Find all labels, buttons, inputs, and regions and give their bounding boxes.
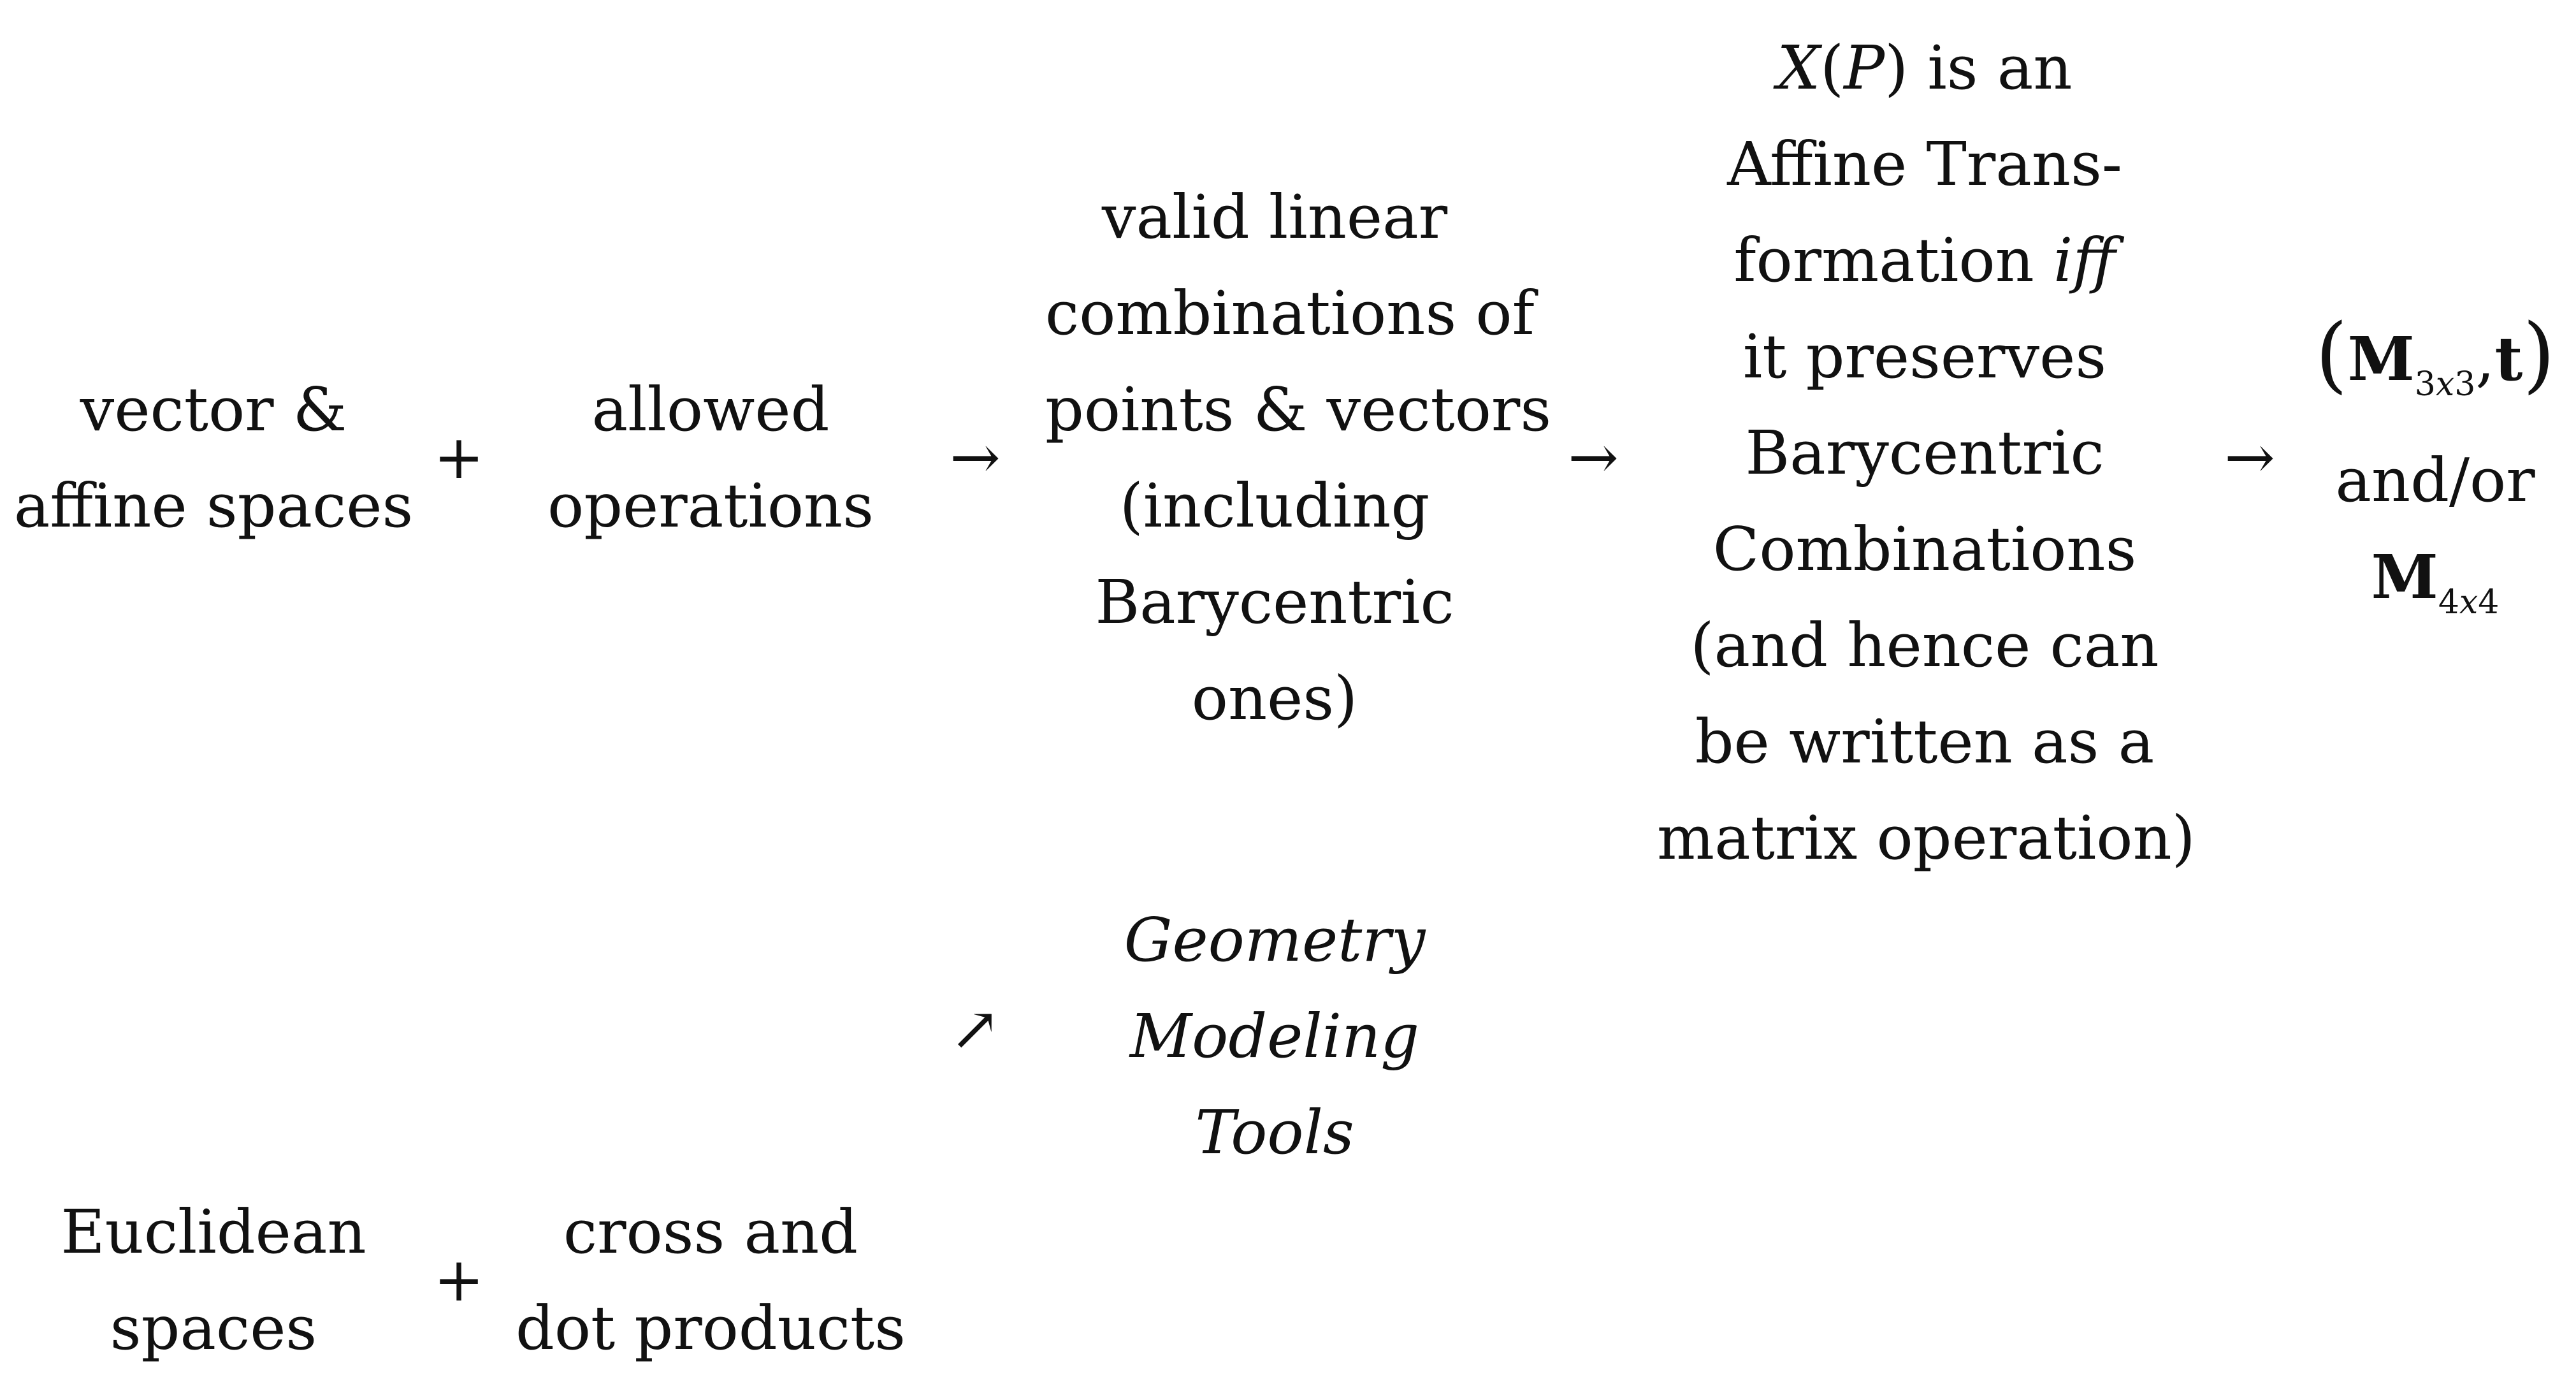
matrix-result-label: (M3x3,t) and/or M4x4 xyxy=(2294,303,2576,651)
math-close-paren: ) xyxy=(1885,33,1909,103)
matrix-m3-subscript: 3x3 xyxy=(2415,365,2476,404)
arrow-right-3: → xyxy=(2224,423,2275,493)
allowed-ops-line-2: operations xyxy=(547,471,874,541)
arrow-right-1: → xyxy=(950,423,1001,493)
m3-sub-b: 3 xyxy=(2454,365,2476,404)
tools-line-2: Modeling xyxy=(1129,1002,1420,1072)
m4-sub-a: 4 xyxy=(2438,583,2459,622)
cross-dot-line-2: dot products xyxy=(516,1293,906,1364)
valid-linear-combinations-label: valid linear combinations of points & ve… xyxy=(1045,170,1552,747)
m3-sub-x: x xyxy=(2435,365,2455,404)
valid-linear-line-3: points & vectors xyxy=(1045,375,1552,445)
euclidean-line-1: Euclidean xyxy=(61,1197,366,1267)
math-open-paren: ( xyxy=(1820,33,1844,103)
and-or-text: and/or xyxy=(2335,446,2535,516)
valid-linear-line-5: Barycentric xyxy=(1095,567,1454,638)
vector-affine-line-1: vector & xyxy=(80,375,347,445)
affine-transformation-label: X(P) is an Affine Trans- formation iff i… xyxy=(1657,20,2196,887)
math-p: P xyxy=(1844,33,1885,103)
m4-sub-b: 4 xyxy=(2478,583,2500,622)
arrow-right-2: → xyxy=(1568,423,1619,493)
m3-sub-a: 3 xyxy=(2414,365,2436,404)
matrix-m4-subscript: 4x4 xyxy=(2438,583,2500,622)
vector-affine-line-2: affine spaces xyxy=(13,471,414,541)
affine-line-5: Barycentric xyxy=(1745,418,2104,488)
allowed-operations-label: allowed operations xyxy=(510,362,911,555)
tools-line-1: Geometry xyxy=(1124,905,1426,975)
is-an-text: is an xyxy=(1908,33,2073,103)
math-x: X xyxy=(1777,33,1821,103)
valid-linear-line-4: (including xyxy=(1119,471,1430,541)
affine-line-7: (and hence can xyxy=(1690,611,2159,681)
matrix-line-3: M4x4 xyxy=(2294,529,2576,651)
affine-line-9: matrix operation) xyxy=(1657,803,2196,873)
euclidean-line-2: spaces xyxy=(110,1293,317,1364)
matrix-open-paren: ( xyxy=(2315,305,2348,402)
euclidean-spaces-label: Euclidean spaces xyxy=(0,1184,427,1377)
arrow-diagonal-up-right: ↗ xyxy=(950,994,1001,1065)
tools-line-3: Tools xyxy=(1195,1098,1354,1168)
m4-sub-x: x xyxy=(2459,583,2478,622)
cross-dot-line-1: cross and xyxy=(563,1197,858,1267)
affine-line-6: Combinations xyxy=(1712,514,2137,585)
allowed-ops-line-1: allowed xyxy=(591,375,830,445)
matrix-m3: M xyxy=(2347,324,2415,395)
iff-text: iff xyxy=(2053,226,2116,296)
valid-linear-line-6: ones) xyxy=(1191,664,1358,734)
affine-line-2: Affine Trans- xyxy=(1727,129,2122,200)
matrix-line-1: (M3x3,t) xyxy=(2294,303,2576,433)
formation-text: formation xyxy=(1733,226,2053,296)
geometry-modeling-tools-label: Geometry Modeling Tools xyxy=(1045,892,1504,1181)
matrix-comma: , xyxy=(2475,324,2495,395)
affine-line-8: be written as a xyxy=(1695,707,2155,777)
valid-linear-line-1: valid linear xyxy=(1101,182,1448,252)
plus-sign-row2: + xyxy=(433,1245,484,1315)
cross-dot-products-label: cross and dot products xyxy=(510,1184,911,1377)
plus-sign-row1: + xyxy=(433,423,484,493)
vector-affine-spaces-label: vector & affine spaces xyxy=(0,362,427,555)
matrix-close-paren: ) xyxy=(2522,305,2556,402)
affine-line-4: it preserves xyxy=(1742,322,2107,392)
matrix-t: t xyxy=(2494,324,2523,395)
affine-line-1: X(P) is an xyxy=(1657,20,2192,117)
matrix-m4: M xyxy=(2371,542,2438,613)
valid-linear-line-2: combinations of xyxy=(1045,279,1535,349)
affine-line-3: formation iff xyxy=(1657,213,2192,309)
